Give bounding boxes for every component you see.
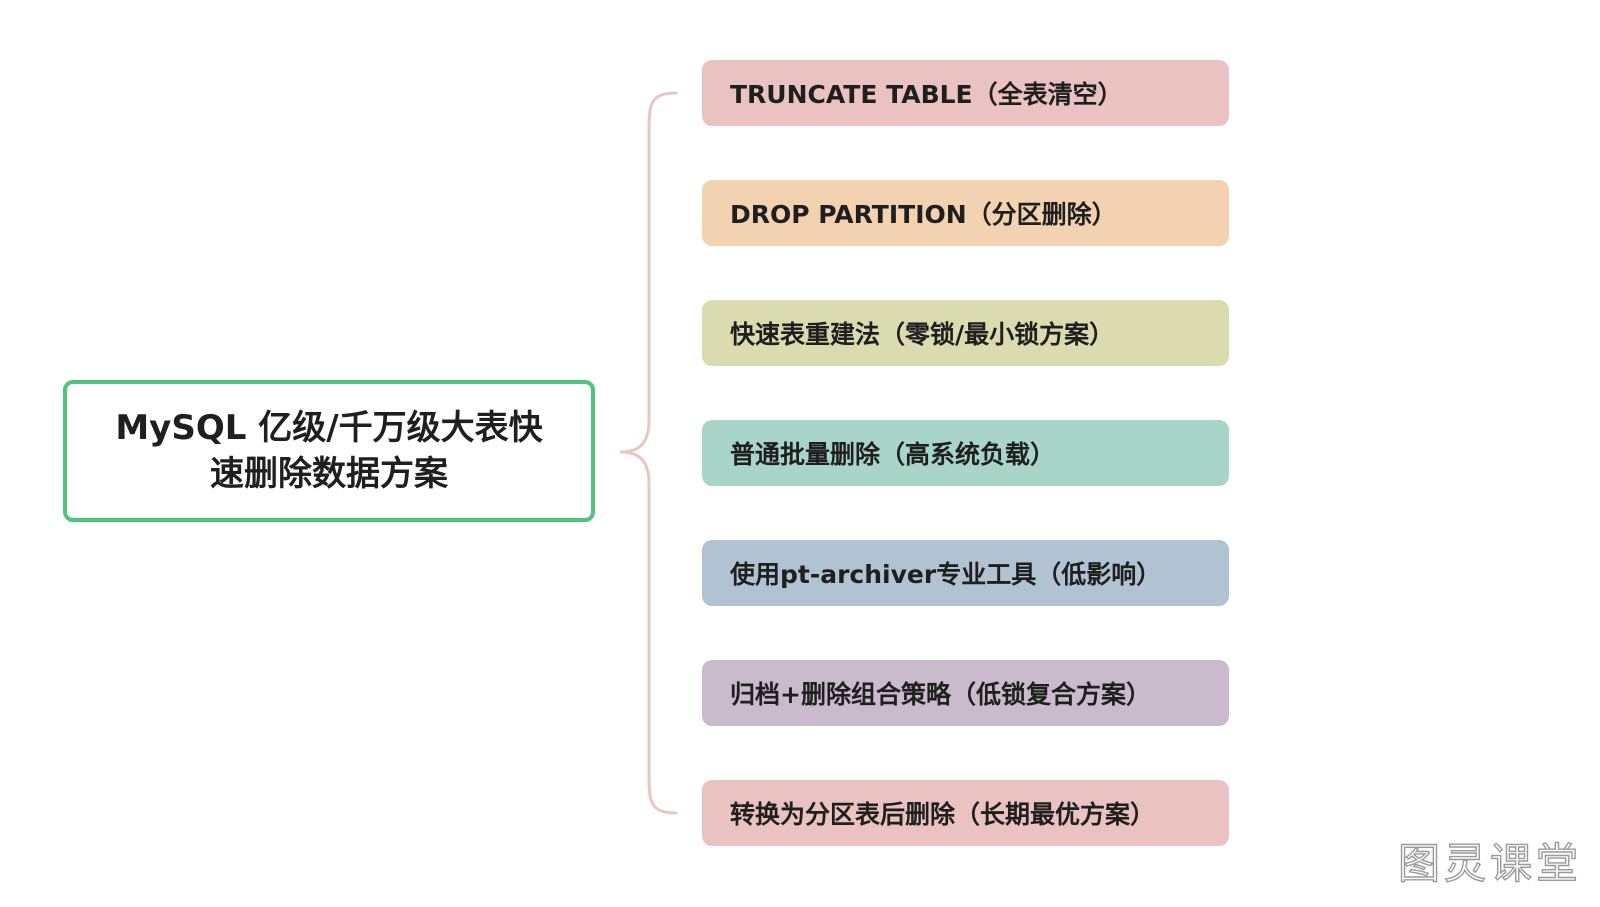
watermark-text: 图灵课堂 xyxy=(1397,838,1582,888)
branch-label: 快速表重建法（零锁/最小锁方案） xyxy=(730,320,1115,349)
branch-node-pt-archiver[interactable]: 使用pt-archiver专业工具（低影响） xyxy=(702,540,1229,606)
branch-label: 转换为分区表后删除（长期最优方案） xyxy=(730,800,1156,829)
branch-node-batch-delete[interactable]: 普通批量删除（高系统负载） xyxy=(702,420,1229,486)
branch-label: TRUNCATE TABLE（全表清空） xyxy=(730,80,1123,109)
root-node[interactable]: MySQL 亿级/千万级大表快速删除数据方案 xyxy=(63,380,595,522)
branch-node-fast-rebuild[interactable]: 快速表重建法（零锁/最小锁方案） xyxy=(702,300,1229,366)
branch-label: 使用pt-archiver专业工具（低影响） xyxy=(730,560,1162,589)
branch-label: 归档+删除组合策略（低锁复合方案） xyxy=(730,680,1151,709)
branch-label: DROP PARTITION（分区删除） xyxy=(730,200,1117,229)
branch-node-archive-delete[interactable]: 归档+删除组合策略（低锁复合方案） xyxy=(702,660,1229,726)
branch-node-partition-convert[interactable]: 转换为分区表后删除（长期最优方案） xyxy=(702,780,1229,846)
branch-label: 普通批量删除（高系统负载） xyxy=(730,440,1056,469)
branch-node-truncate-table[interactable]: TRUNCATE TABLE（全表清空） xyxy=(702,60,1229,126)
branch-node-drop-partition[interactable]: DROP PARTITION（分区删除） xyxy=(702,180,1229,246)
root-title: MySQL 亿级/千万级大表快速删除数据方案 xyxy=(115,408,543,494)
